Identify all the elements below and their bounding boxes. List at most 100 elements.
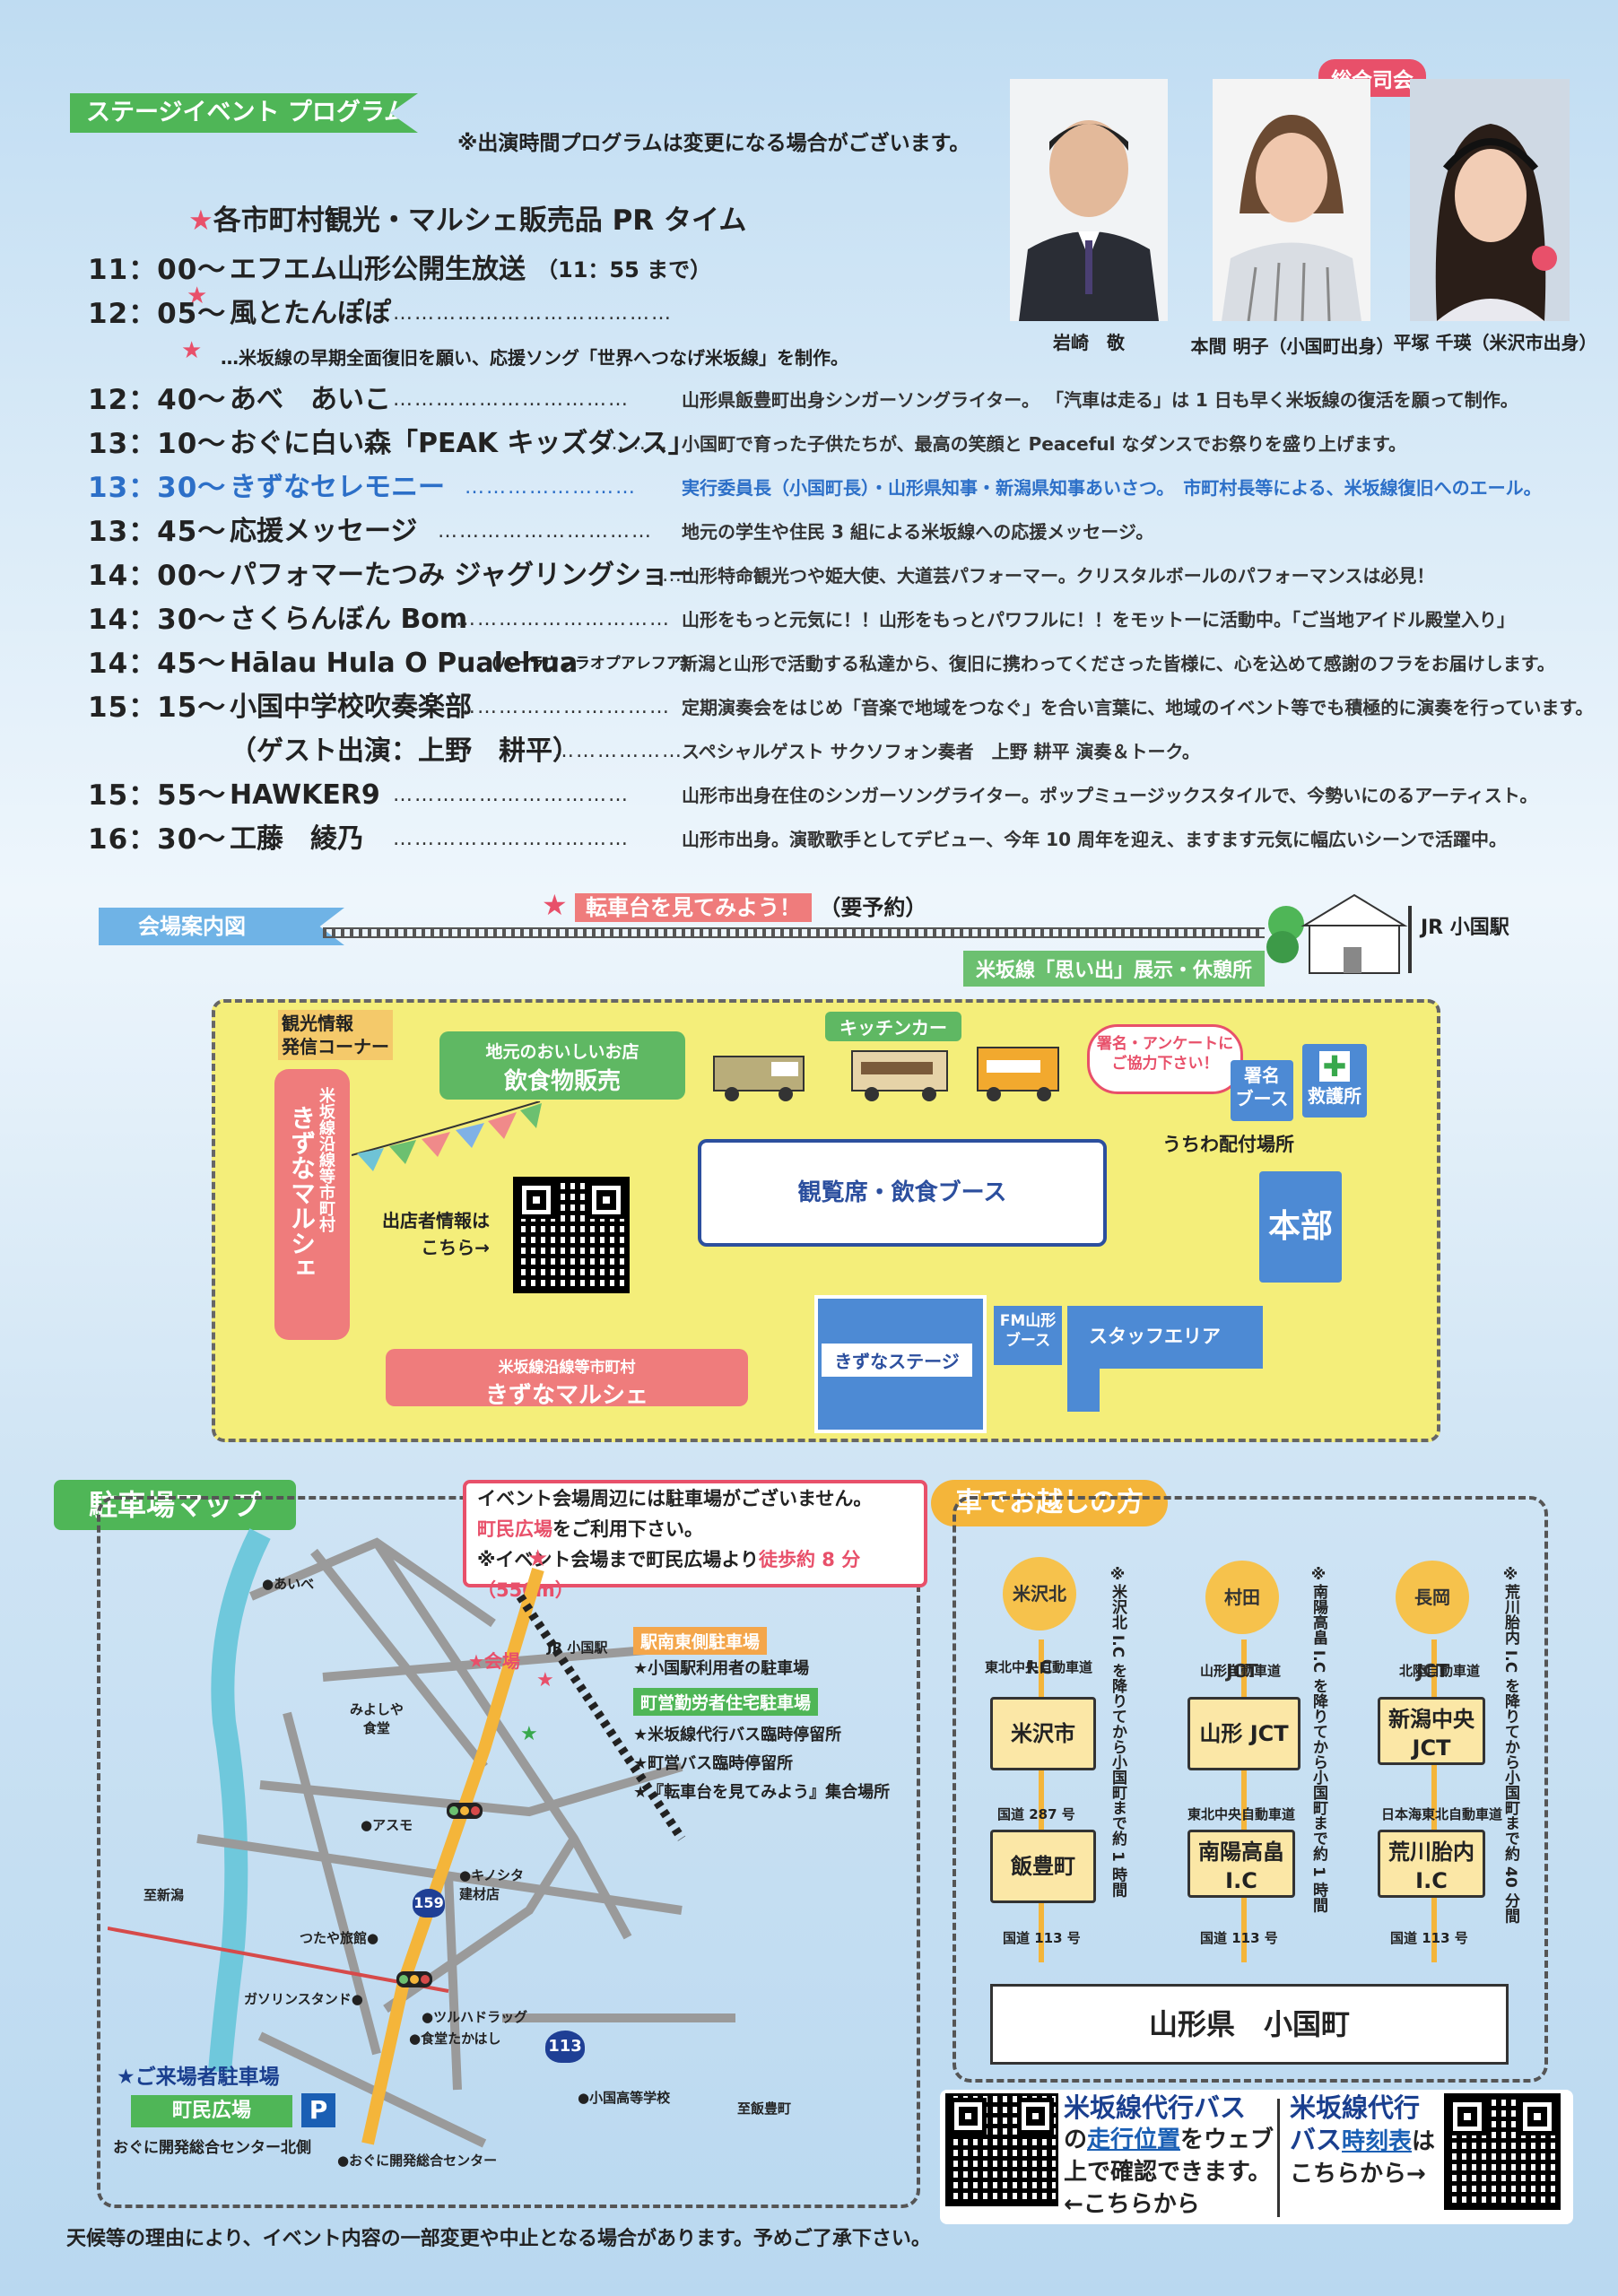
route-2-mid: 山形 JCT [1187,1697,1300,1770]
place-niigata: 至新潟 [144,1887,185,1903]
marche-horizontal: 米坂線沿線等市町村 きずなマルシェ [386,1349,748,1409]
worker-lot-item-1: ★米坂線代行バス臨時停留所 [633,1726,842,1744]
exhibitor-label: 出店者情報は こちら→ [382,1210,490,1258]
schedule-row: 14：45～ Hālau Hula O Pualehua (ハーラウフラオプアレ… [88,648,1555,680]
place-center: ●おぐに開発総合センター [337,2152,498,2169]
schedule-row: 11：00～ エフエム山形公開生放送 （11：55 まで） [88,254,712,286]
stage-block: きずなステージ [814,1295,987,1433]
schedule-row: 13：30～ きずなセレモニー …………………… 実行委員長（小国町長）・山形県… [88,472,1542,504]
mc-photo-1 [1010,79,1168,321]
route-3-note: ※荒川胎内 I.C を降りてから小国町まで約 40 分間 [1501,1566,1519,1924]
place-asumo: ●アスモ [361,1817,413,1833]
schedule-row: ★ 12：05～ 風とたんぽぽ ………………………………… [88,283,673,330]
car-title: 車でお越しの方 [931,1480,1168,1526]
worker-lot-item-3: ★『転車台を見てみよう』集合場所 [633,1783,891,1802]
visitor-parking-title: ★ご来場者駐車場 [117,2066,280,2089]
bus-position-text: 米坂線代行バス の走行位置をウェブ 上で確認できます。 ←こちらから [1064,2092,1274,2221]
place-miyoshiya: みよしや 食堂 [350,1701,404,1736]
east-lot-desc: ★小国駅利用者の駐車場 [633,1659,810,1678]
place-high: ●小国高等学校 [578,2090,671,2106]
kitchen-label: キッチンカー [825,1012,961,1041]
star-icon: ★ [542,888,568,922]
signature-booth: 署名 ブース [1231,1060,1293,1121]
parking-title: 駐車場マップ [54,1480,296,1530]
marche-vertical: 米坂線沿線等市町村 きずなマルシェ [274,1069,350,1340]
schedule-row: 13：45～ 応援メッセージ ………………………… 地元の学生や住民 3 組によ… [88,516,1154,548]
mc-name-2: 本間 明子（小国町出身） [1190,335,1395,357]
plaza-label: 町民広場 [131,2095,292,2127]
turntable-label: ★ 転車台を見てみよう！ （要予約） [542,888,927,922]
venue-title: 会場案内図 [99,908,344,945]
stage-note: ※出演時間プログラムは変更になる場合がございます。 [457,132,970,155]
parking-notice: イベント会場周辺には駐車場がございません。 町民広場をご利用下さい。 ※イベント… [463,1480,927,1601]
place-takahashi: ●食堂たかはし [409,2031,501,2047]
place-venue: ★会場 [468,1650,520,1672]
destination-box: 山形県 小国町 [990,1984,1509,2065]
route-113-icon: 113 [545,2031,585,2063]
route-2-ic: 村田 JCT [1205,1561,1279,1682]
bus-timetable-qr[interactable] [1444,2093,1561,2210]
route-1-mid: 米沢市 [990,1697,1096,1770]
route-1-note: ※米沢北 I.C を降りてから小国町まで約 1 時間 [1109,1566,1127,1898]
mc-photo-3 [1410,79,1570,321]
parking-p-icon: P [301,2093,335,2127]
stage-title: ステージイベント プログラム [70,93,418,133]
place-abebe: ●あいべ [262,1576,315,1592]
place-gas: ガソリンスタンド● [244,1991,363,2007]
mc-name-3: 平塚 千瑛（米沢市出身） [1393,332,1597,353]
omoide-label: 米坂線「思い出」展示・休憩所 [963,951,1266,987]
route-3-end: 荒川胎内 I.C [1378,1830,1485,1898]
schedule-row: 15：15～ 小国中学校吹奏楽部 ………………………… 定期演奏会をはじめ「音楽… [88,691,1594,724]
schedule-row: 15：55～ HAWKER9 …………………………… 山形市出身在住のシンガーソ… [88,779,1538,812]
route-159-icon: 159 [413,1889,445,1918]
place-kinoshita: ●キノシタ 建材店 [459,1867,525,1902]
bus-position-qr[interactable] [945,2093,1058,2206]
east-lot-label: 駅南東側駐車場 [633,1627,768,1655]
star-icon: ★ [188,204,213,237]
plaza-note: おぐに開発総合センター北側 [113,2139,311,2157]
bus-divider [1277,2099,1280,2217]
kitchen-cars [709,1040,1067,1107]
bus-position-link[interactable]: ←こちらから [1064,2191,1200,2218]
mc-name-1: 岩崎 敬 [1053,332,1125,353]
first-aid-icon: ✚ [1319,1051,1350,1082]
svg-text:★: ★ [520,1723,538,1745]
survey-bubble: 署名・アンケートに ご協力下さい！ [1087,1024,1243,1094]
rail-track [323,927,1265,938]
mc-photo-2 [1213,79,1370,321]
route-1-ic: 米沢北 I.C [1003,1557,1076,1678]
schedule-row: （ゲスト出演：上野 耕平） ……………… スペシャルゲスト サクソフォン奏者 上… [230,735,1200,767]
first-aid: ✚ 救護所 [1302,1044,1367,1118]
schedule-row: 16：30～ 工藤 綾乃 …………………………… 山形市出身。演歌歌手としてデビ… [88,823,1507,856]
exhibitor-qr[interactable] [513,1177,630,1293]
place-tsuruha: ●ツルハドラッグ [422,2009,528,2025]
schedule-row: 13：10～ おぐに白い森「PEAK キッズダンス」 ……… 小国町で育った子供… [88,428,1407,460]
schedule-row: 14：00～ パフォマーたつみ ジャグリングショー … 山形特命観光つや姫大使、… [88,560,1435,592]
footer-note: 天候等の理由により、イベント内容の一部変更や中止となる場合があります。予めご了承… [66,2228,931,2250]
route-1-end: 飯豊町 [990,1830,1096,1903]
schedule-row: 14：30～ さくらんぼん Bom ………………………… 山形をもっと元気に！！… [88,604,1515,636]
car-frame [953,1496,1548,2083]
station-label: JR 小国駅 [1421,917,1509,939]
seats-area: 観覧席・飲食ブース [698,1139,1107,1247]
uchiwa-label: うちわ配付場所 [1162,1134,1294,1155]
bunting [351,1100,549,1186]
route-2-end: 南陽高畠 I.C [1187,1830,1295,1898]
worker-lot-item-2: ★町営バス臨時停留所 [633,1754,794,1773]
svg-text:★: ★ [527,1545,548,1572]
tourism-corner: 観光情報 発信コーナー [278,1010,393,1060]
svg-text:★: ★ [536,1669,554,1692]
station-building [1265,888,1417,981]
worker-lot-label: 町営勤労者住宅駐車場 [633,1688,819,1716]
route-3-ic: 長岡 JCT [1396,1561,1469,1682]
route-2-note: ※南陽高畠 I.C を降りてから小国町まで約 1 時間 [1309,1566,1327,1913]
bus-timetable-link[interactable]: こちらから→ [1290,2161,1426,2187]
bus-timetable-text: 米坂線代行 バス時刻表は こちらから→ [1290,2092,1435,2190]
route-3-mid: 新潟中央 JCT [1378,1697,1485,1765]
schedule-row: 12：40～ あべ あいこ …………………………… 山形県飯豊町出身シンガーソン… [88,384,1518,416]
staff-area: スタッフエリア [1067,1306,1263,1412]
place-iide: 至飯豊町 [737,2100,792,2117]
hq-block: 本部 [1259,1171,1342,1283]
fm-booth: FM山形 ブース [994,1306,1062,1365]
place-jr: JR 小国駅 [547,1639,608,1656]
